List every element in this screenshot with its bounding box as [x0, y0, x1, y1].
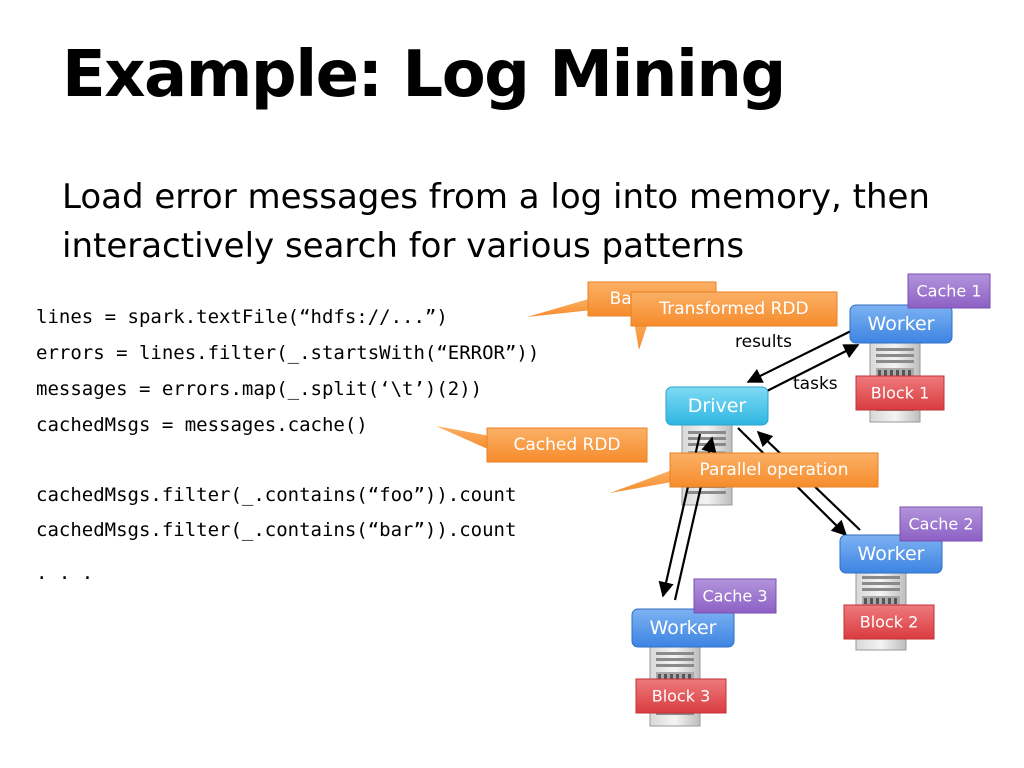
code-line-7: . . . — [36, 562, 94, 584]
svg-text:Block 3: Block 3 — [652, 687, 711, 706]
block-badge-1: Block 1 — [855, 375, 945, 411]
svg-text:Driver: Driver — [688, 395, 747, 417]
svg-text:Cached RDD: Cached RDD — [513, 435, 620, 455]
callout-parallel-operation: Parallel operation — [669, 452, 879, 488]
arrow-worker1-to-driver — [746, 329, 854, 383]
svg-text:Cache 2: Cache 2 — [908, 515, 973, 534]
cache-badge-3: Cache 3 — [693, 578, 777, 614]
results-label: results — [735, 332, 792, 352]
arrow-driver-to-worker1 — [756, 344, 860, 397]
pointer-cached-rdd — [436, 426, 490, 450]
code-line-4: cachedMsgs = messages.cache() — [36, 414, 368, 436]
worker-node-2: Worker — [839, 534, 943, 574]
code-line-3: messages = errors.map(_.split(‘\t’)(2)) — [36, 378, 483, 400]
driver-node: Driver — [665, 386, 769, 426]
pointer-base-rdd — [527, 298, 592, 317]
tasks-label: tasks — [793, 374, 838, 394]
svg-text:Block 1: Block 1 — [871, 384, 930, 403]
code-line-6: cachedMsgs.filter(_.contains(“bar”)).cou… — [36, 519, 517, 541]
svg-text:Cache 1: Cache 1 — [916, 282, 981, 301]
svg-text:Parallel operation: Parallel operation — [700, 460, 849, 480]
code-line-1: lines = spark.textFile(“hdfs://...”) — [36, 306, 448, 328]
worker-node-1: Worker — [849, 304, 953, 344]
callout-transformed-rdd: Transformed RDD — [630, 291, 838, 327]
cache-badge-2: Cache 2 — [899, 506, 983, 542]
slide-title: Example: Log Mining — [62, 38, 786, 112]
svg-text:Worker: Worker — [858, 543, 925, 565]
slide-subtitle: Load error messages from a log into memo… — [62, 177, 930, 266]
worker-node-3: Worker — [631, 608, 735, 648]
svg-text:Cache 3: Cache 3 — [702, 587, 767, 606]
svg-text:Worker: Worker — [868, 313, 935, 335]
svg-text:Worker: Worker — [650, 617, 717, 639]
block-badge-2: Block 2 — [843, 604, 935, 640]
code-line-2: errors = lines.filter(_.startsWith(“ERRO… — [36, 342, 540, 364]
callout-pointers — [436, 298, 672, 493]
code-line-5: cachedMsgs.filter(_.contains(“foo”)).cou… — [36, 484, 517, 506]
pointer-parallel-op — [610, 470, 672, 493]
svg-text:Block 2: Block 2 — [860, 613, 919, 632]
cache-badge-1: Cache 1 — [907, 273, 991, 309]
svg-text:Transformed RDD: Transformed RDD — [658, 299, 808, 319]
block-badge-3: Block 3 — [635, 678, 727, 714]
callout-cached-rdd: Cached RDD — [486, 427, 648, 463]
